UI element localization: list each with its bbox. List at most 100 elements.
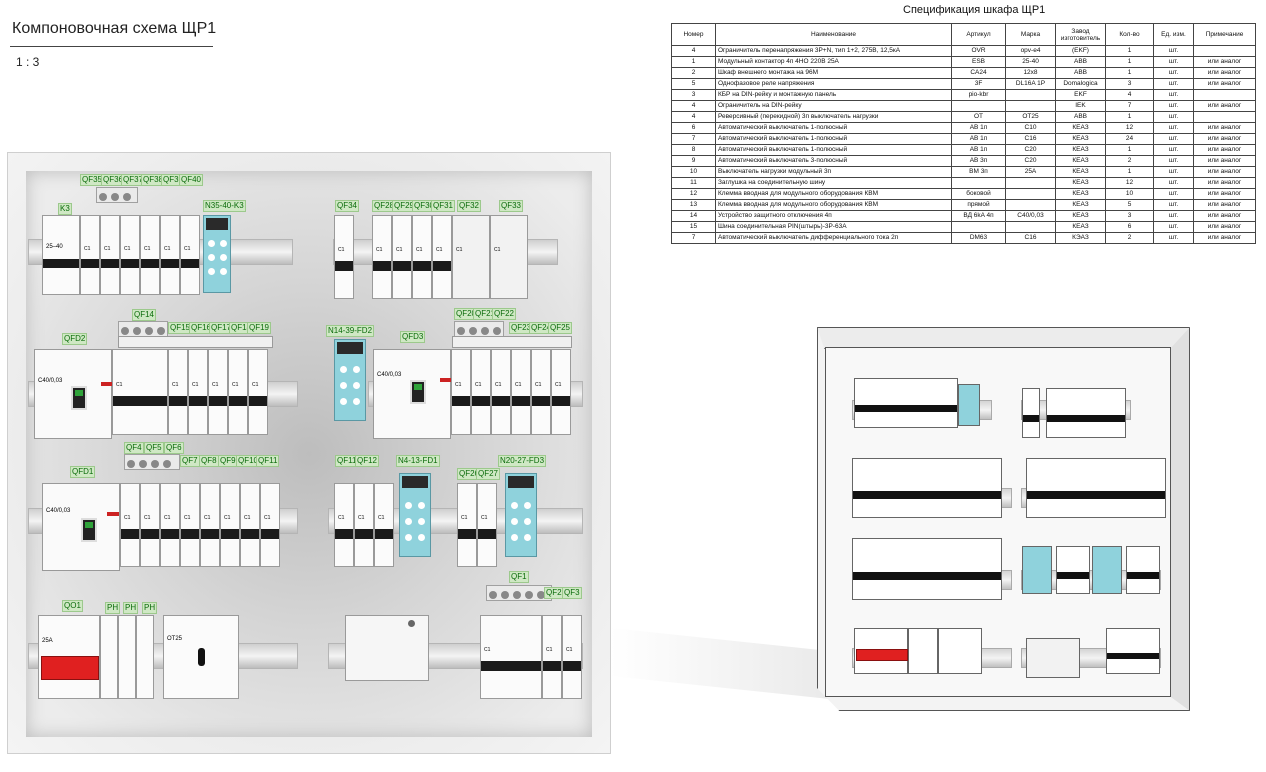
busbar-terminal xyxy=(118,321,168,337)
breaker-qf26: C1 xyxy=(457,483,477,567)
breaker-qf16: C1 xyxy=(188,349,208,435)
spec-cell-manufacturer: КЕАЗ xyxy=(1055,144,1106,156)
spec-cell-number: 9 xyxy=(671,155,716,167)
busbar-terminal xyxy=(486,585,552,601)
spec-cell-number: 15 xyxy=(671,221,716,233)
breaker-qf40: C1 xyxy=(180,215,200,295)
spec-cell-brand xyxy=(1005,100,1056,112)
spec-cell-quantity: 6 xyxy=(1105,221,1154,233)
label-qf8: QF8 xyxy=(199,455,219,467)
relay-ph2 xyxy=(118,615,136,699)
spec-cell-quantity: 1 xyxy=(1105,166,1154,178)
busbar-cover xyxy=(452,336,572,348)
spec-cell-quantity: 3 xyxy=(1105,210,1154,222)
spec-cell-article: прямой xyxy=(951,199,1006,211)
terminal-block-n20 xyxy=(505,473,537,557)
spec-cell-article: АВ 1п xyxy=(951,133,1006,145)
spec-cell-name: Автоматический выключатель 3-полюсный xyxy=(715,155,952,167)
spec-cell-number: 14 xyxy=(671,210,716,222)
spec-cell-quantity: 1 xyxy=(1105,56,1154,68)
contactor-k3: 25–40 xyxy=(42,215,80,295)
spec-cell-brand: OT25 xyxy=(1005,111,1056,123)
spec-cell-number: 13 xyxy=(671,199,716,211)
breaker-qf34: C1 xyxy=(334,215,354,299)
spec-cell-note: или аналог xyxy=(1193,199,1256,211)
view-projection-beam xyxy=(610,627,840,701)
switch-qo1: 25A xyxy=(38,615,100,699)
spec-cell-manufacturer: EKF xyxy=(1055,89,1106,101)
spec-cell-manufacturer: ABB xyxy=(1055,56,1106,68)
spec-cell-unit: шт. xyxy=(1153,45,1194,57)
label-qf2: QF2 xyxy=(544,587,564,599)
label-qf19: QF19 xyxy=(247,322,272,334)
cabinet-3d-face xyxy=(825,347,1171,697)
spec-cell-unit: шт. xyxy=(1153,67,1194,79)
breaker-qf19: C1 xyxy=(248,349,268,435)
breaker-qf5: C1 xyxy=(140,483,160,567)
spec-cell-article xyxy=(951,177,1006,189)
col-note: Примечание xyxy=(1193,23,1256,46)
breaker-qf23: C1 xyxy=(511,349,531,435)
spec-cell-number: 8 xyxy=(671,144,716,156)
spec-cell-brand xyxy=(1005,89,1056,101)
spec-cell-quantity: 1 xyxy=(1105,67,1154,79)
spec-cell-manufacturer: КЕАЗ xyxy=(1055,210,1106,222)
spec-cell-name: Ограничитель на DIN-рейку xyxy=(715,100,952,112)
spec-cell-article: OVR xyxy=(951,45,1006,57)
col-article: Артикул xyxy=(951,23,1006,46)
busbar-cover xyxy=(118,336,273,348)
spec-cell-article: АВ 1п xyxy=(951,144,1006,156)
col-name: Наименование xyxy=(715,23,952,46)
spec-cell-brand: C16 xyxy=(1005,232,1056,244)
label-qf5: QF5 xyxy=(144,442,164,454)
spec-cell-note: или аналог xyxy=(1193,232,1256,244)
label-qf3: QF3 xyxy=(562,587,582,599)
spec-cell-manufacturer: КЕАЗ xyxy=(1055,133,1106,145)
spec-cell-unit: шт. xyxy=(1153,122,1194,134)
spec-cell-number: 12 xyxy=(671,188,716,200)
spec-cell-number: 11 xyxy=(671,177,716,189)
breaker-qf21: C1 xyxy=(471,349,491,435)
breaker-qf8: C1 xyxy=(200,483,220,567)
spec-cell-brand: opv-e4 xyxy=(1005,45,1056,57)
breaker-qf25: C1 xyxy=(551,349,571,435)
spec-cell-article xyxy=(951,221,1006,233)
spec-cell-brand: 12х8 xyxy=(1005,67,1056,79)
spec-cell-unit: шт. xyxy=(1153,232,1194,244)
ot25-label: OT25 xyxy=(167,636,183,642)
spec-cell-quantity: 24 xyxy=(1105,133,1154,145)
spec-cell-quantity: 4 xyxy=(1105,89,1154,101)
spec-cell-unit: шт. xyxy=(1153,166,1194,178)
cabinet-3d-view xyxy=(817,327,1190,711)
breaker-qf22: C1 xyxy=(491,349,511,435)
spec-cell-quantity: 2 xyxy=(1105,155,1154,167)
label-qf12: QF12 xyxy=(355,455,380,467)
spec-cell-number: 2 xyxy=(671,67,716,79)
spec-cell-unit: шт. xyxy=(1153,89,1194,101)
relay-qf33: C1 xyxy=(490,215,528,299)
spec-cell-unit: шт. xyxy=(1153,144,1194,156)
label-ph1: PH xyxy=(105,602,121,614)
relay-ph1 xyxy=(100,615,118,699)
breaker-qf31: C1 xyxy=(432,215,452,299)
spec-cell-number: 4 xyxy=(671,100,716,112)
label-qf6: QF6 xyxy=(164,442,184,454)
title-underline xyxy=(10,46,213,47)
spec-cell-manufacturer: Domalogica xyxy=(1055,78,1106,90)
label-qf40: QF40 xyxy=(179,174,204,186)
breaker-qf9: C1 xyxy=(220,483,240,567)
spec-cell-name: Ограничитель перенапряжения 3P+N, тип 1+… xyxy=(715,45,952,57)
spec-cell-name: Автоматический выключатель 1-полюсный xyxy=(715,122,952,134)
spec-cell-name: Шина соединительная PIN(штырь)-3Р-63А xyxy=(715,221,952,233)
k3-rating: 25–40 xyxy=(46,244,63,250)
spec-cell-article: DM63 xyxy=(951,232,1006,244)
breaker-qf35: C1 xyxy=(80,215,100,295)
spec-cell-unit: шт. xyxy=(1153,221,1194,233)
